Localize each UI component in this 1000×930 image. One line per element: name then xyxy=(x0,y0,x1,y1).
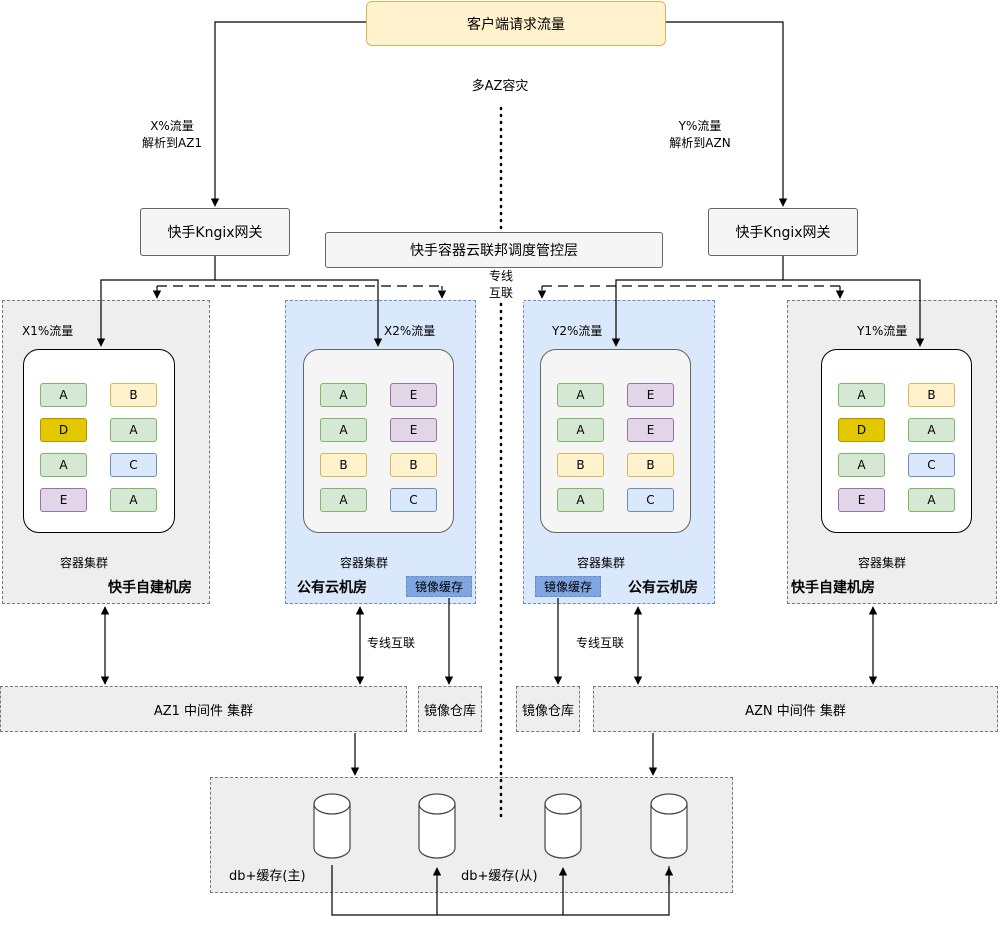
image-cache-left: 镜像缓存 xyxy=(406,576,472,597)
image-repo-left-label: 镜像仓库 xyxy=(423,703,476,719)
edge-client-to-gateway-left xyxy=(210,21,366,207)
pod-b: B xyxy=(320,453,367,477)
room4-name: 快手自建机房 xyxy=(791,580,875,596)
pod-e: E xyxy=(390,418,437,442)
edge-db-replication xyxy=(331,865,670,916)
image-repo-right-label: 镜像仓库 xyxy=(521,703,574,719)
pod-c: C xyxy=(908,453,955,477)
pod-c: C xyxy=(390,488,437,512)
room2-name: 公有云机房 xyxy=(297,580,367,596)
dedicated-link-top: 专线 互联 xyxy=(478,268,524,302)
pod-b: B xyxy=(627,453,674,477)
gateway-left-label: 快手Kngix网关 xyxy=(167,225,263,241)
room2-cluster-label: 容器集群 xyxy=(340,556,389,570)
federation-label: 快手容器云联邦调度管控层 xyxy=(410,243,578,259)
dedicated-link-left: 专线互联 xyxy=(367,636,416,650)
room2-traffic-label: X2%流量 xyxy=(384,324,436,338)
image-cache-right-label: 镜像缓存 xyxy=(543,580,592,594)
db-cylinder-replica-2 xyxy=(544,793,582,859)
pod-a: A xyxy=(110,488,157,512)
pod-e: E xyxy=(627,383,674,407)
right-route-percent: Y%流量 xyxy=(678,119,722,133)
pod-e: E xyxy=(838,488,885,512)
pod-e: E xyxy=(390,383,437,407)
az1-middleware-label: AZ1 中间件 集群 xyxy=(153,703,254,719)
image-repo-right: 镜像仓库 xyxy=(516,686,580,732)
edge-gw-right-to-room4 xyxy=(783,279,925,347)
pod-a: A xyxy=(557,383,604,407)
pod-e: E xyxy=(627,418,674,442)
dedicated-link-top-line1: 专线 xyxy=(488,269,513,283)
az1-middleware-cluster: AZ1 中间件 集群 xyxy=(0,686,407,732)
pod-b: B xyxy=(908,383,955,407)
client-traffic-label: 客户端请求流量 xyxy=(467,16,565,33)
gateway-right: 快手Kngix网关 xyxy=(708,208,858,256)
pod-a: A xyxy=(557,418,604,442)
room4-traffic-label: Y1%流量 xyxy=(857,324,908,338)
pod-a: A xyxy=(320,488,367,512)
pod-b: B xyxy=(557,453,604,477)
multi-az-label: 多AZ容灾 xyxy=(471,78,529,94)
pod-e: E xyxy=(40,488,87,512)
image-cache-left-label: 镜像缓存 xyxy=(414,580,463,594)
right-route-resolve: 解析到AZN xyxy=(669,136,731,150)
db-replica-label: db+缓存(从) xyxy=(461,869,538,884)
room4-cluster-label: 容器集群 xyxy=(858,556,907,570)
right-route-label: Y%流量 解析到AZN xyxy=(660,118,740,152)
federation-control-layer: 快手容器云联邦调度管控层 xyxy=(325,232,663,268)
room3-cluster-label: 容器集群 xyxy=(577,556,626,570)
pod-c: C xyxy=(110,453,157,477)
edge-gw-left-to-room2 xyxy=(215,279,383,347)
room3-traffic-label: Y2%流量 xyxy=(552,324,603,338)
pod-d: D xyxy=(40,418,87,442)
image-repo-left: 镜像仓库 xyxy=(418,686,482,732)
azn-middleware-label: AZN 中间件 集群 xyxy=(745,703,846,719)
room1-cluster-label: 容器集群 xyxy=(60,556,109,570)
pod-a: A xyxy=(838,383,885,407)
dedicated-link-right: 专线互联 xyxy=(576,636,625,650)
gateway-left: 快手Kngix网关 xyxy=(140,208,290,256)
db-cache-region xyxy=(210,777,733,893)
db-cylinder-replica-1 xyxy=(418,793,456,859)
db-primary-label: db+缓存(主) xyxy=(229,869,306,884)
left-route-resolve: 解析到AZ1 xyxy=(141,136,203,150)
left-route-percent: X%流量 xyxy=(150,119,194,133)
edge-client-to-gateway-right xyxy=(665,21,788,207)
pod-a: A xyxy=(557,488,604,512)
room1-name: 快手自建机房 xyxy=(108,580,192,596)
pod-c: C xyxy=(627,488,674,512)
dedicated-link-top-line2: 互联 xyxy=(488,286,513,300)
edge-gw-left-to-room1 xyxy=(96,256,216,347)
azn-middleware-cluster: AZN 中间件 集群 xyxy=(593,686,998,732)
db-cylinder-replica-3 xyxy=(650,793,688,859)
edge-gw-right-to-room3 xyxy=(611,256,784,347)
left-route-label: X%流量 解析到AZ1 xyxy=(132,118,212,152)
room1-traffic-label: X1%流量 xyxy=(22,324,74,338)
image-cache-right: 镜像缓存 xyxy=(535,576,601,597)
gateway-right-label: 快手Kngix网关 xyxy=(735,225,831,241)
pod-a: A xyxy=(40,383,87,407)
pod-a: A xyxy=(838,453,885,477)
pod-a: A xyxy=(40,453,87,477)
room3-name: 公有云机房 xyxy=(628,580,698,596)
db-cylinder-primary xyxy=(313,793,351,859)
pod-a: A xyxy=(320,418,367,442)
pod-b: B xyxy=(390,453,437,477)
pod-a: A xyxy=(908,488,955,512)
pod-d: D xyxy=(838,418,885,442)
client-traffic-box: 客户端请求流量 xyxy=(366,1,666,46)
pod-a: A xyxy=(110,418,157,442)
pod-b: B xyxy=(110,383,157,407)
pod-a: A xyxy=(908,418,955,442)
pod-a: A xyxy=(320,383,367,407)
